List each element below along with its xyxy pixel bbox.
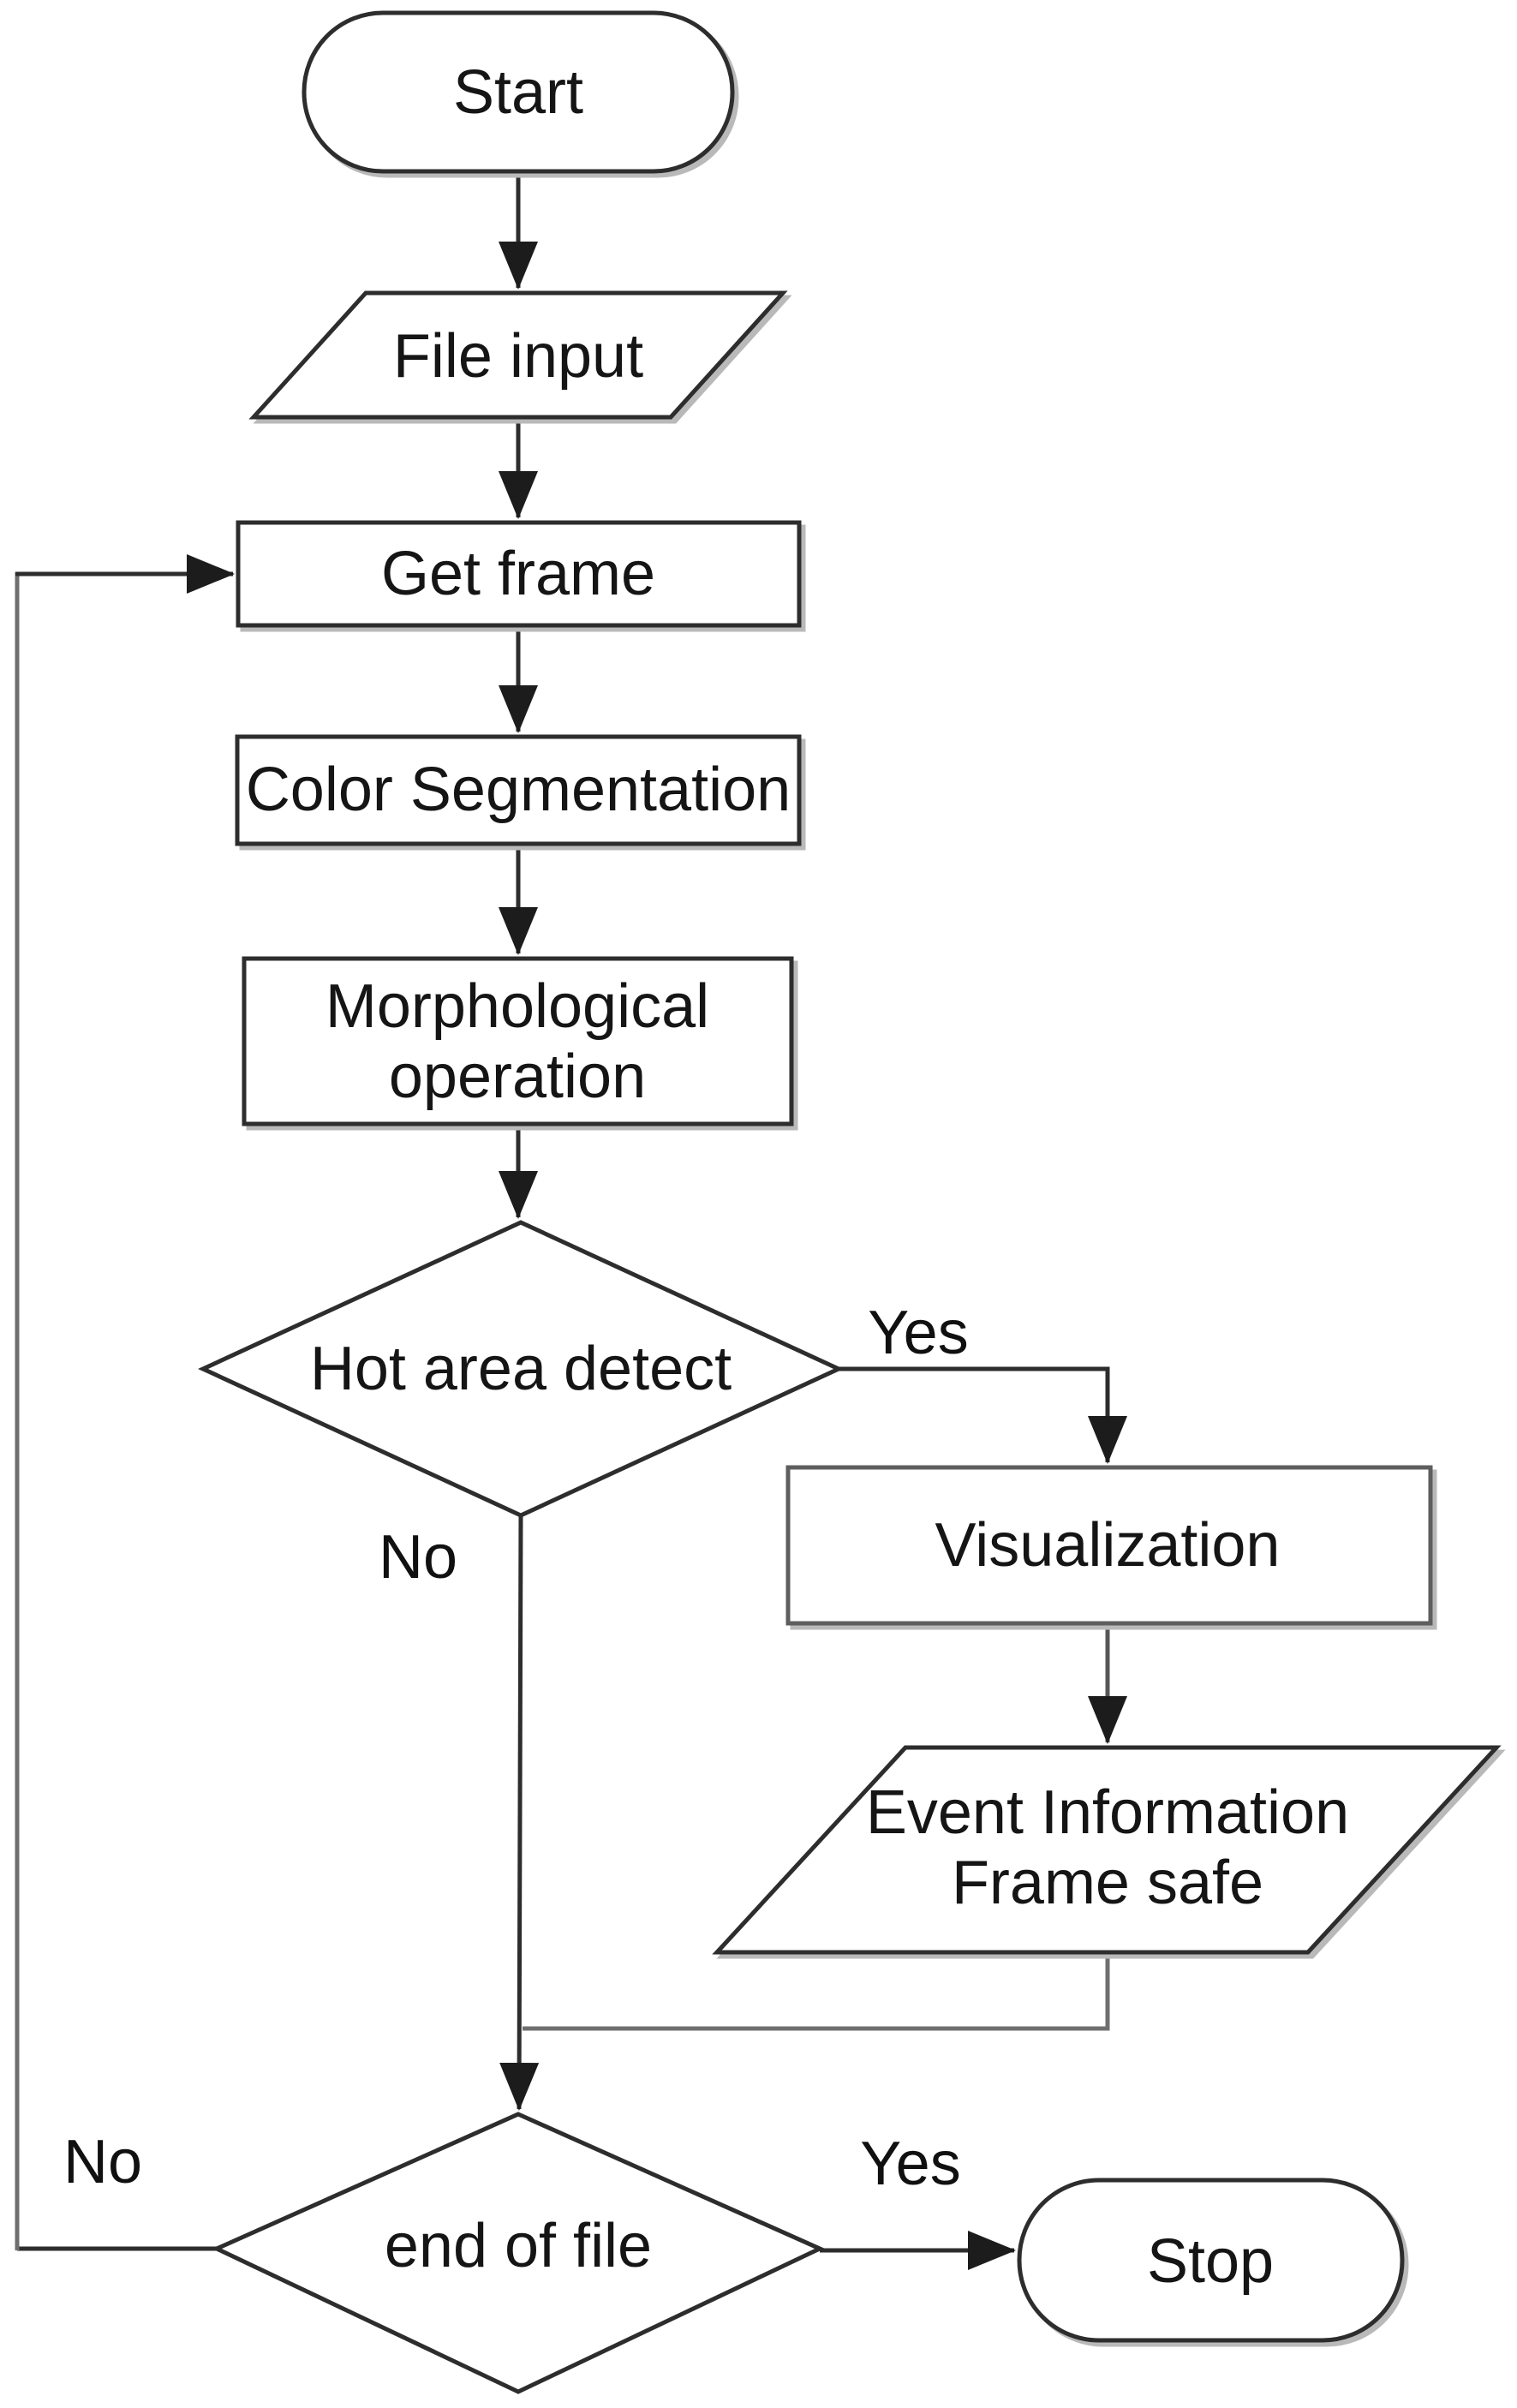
- stop-node-label: Stop: [1147, 2227, 1274, 2296]
- visualization-node-shape: [785, 1465, 1433, 1626]
- edge-hot-area-yes-to-visualization: [839, 1366, 1127, 1464]
- stop-node-shape: [1017, 2178, 1405, 2343]
- hot-area-detect-node-shape: [198, 1220, 844, 1518]
- end-of-file-no-label: No: [63, 2128, 142, 2196]
- hot-area-detect-node-label: Hot area detect: [310, 1335, 732, 1403]
- edge-event-information-merge-line: [523, 1952, 1110, 2031]
- event-information-node-shape: [712, 1745, 1502, 1955]
- end-of-file-node-shape: [212, 2112, 825, 2394]
- end-of-file-yes-label: Yes: [860, 2130, 960, 2198]
- morphological-operation-node-label-line2: operation: [389, 1043, 646, 1111]
- hot-area-no-label: No: [379, 1523, 457, 1592]
- file-input-node-label: File input: [393, 322, 643, 391]
- color-segmentation-node-label: Color Segmentation: [246, 756, 791, 824]
- event-information-node-label-line1: Event Information: [866, 1778, 1349, 1847]
- morphological-operation-node-shape: [242, 956, 794, 1126]
- start-node-shape: [302, 10, 735, 174]
- event-information-node-label-line2: Frame safe: [952, 1849, 1263, 1917]
- edge-hot-area-no-to-end-of-file: [499, 1515, 540, 2111]
- color-segmentation-node-shape: [235, 734, 802, 846]
- get-frame-node-shape: [236, 520, 802, 628]
- visualization-node-label: Visualization: [935, 1511, 1281, 1580]
- morphological-operation-node-label-line1: Morphological: [325, 972, 709, 1041]
- get-frame-node-label: Get frame: [381, 540, 655, 608]
- end-of-file-node-label: end of file: [385, 2212, 652, 2280]
- hot-area-yes-label: Yes: [868, 1299, 968, 1367]
- file-input-node-shape: [248, 290, 788, 420]
- start-node-label: Start: [453, 58, 583, 127]
